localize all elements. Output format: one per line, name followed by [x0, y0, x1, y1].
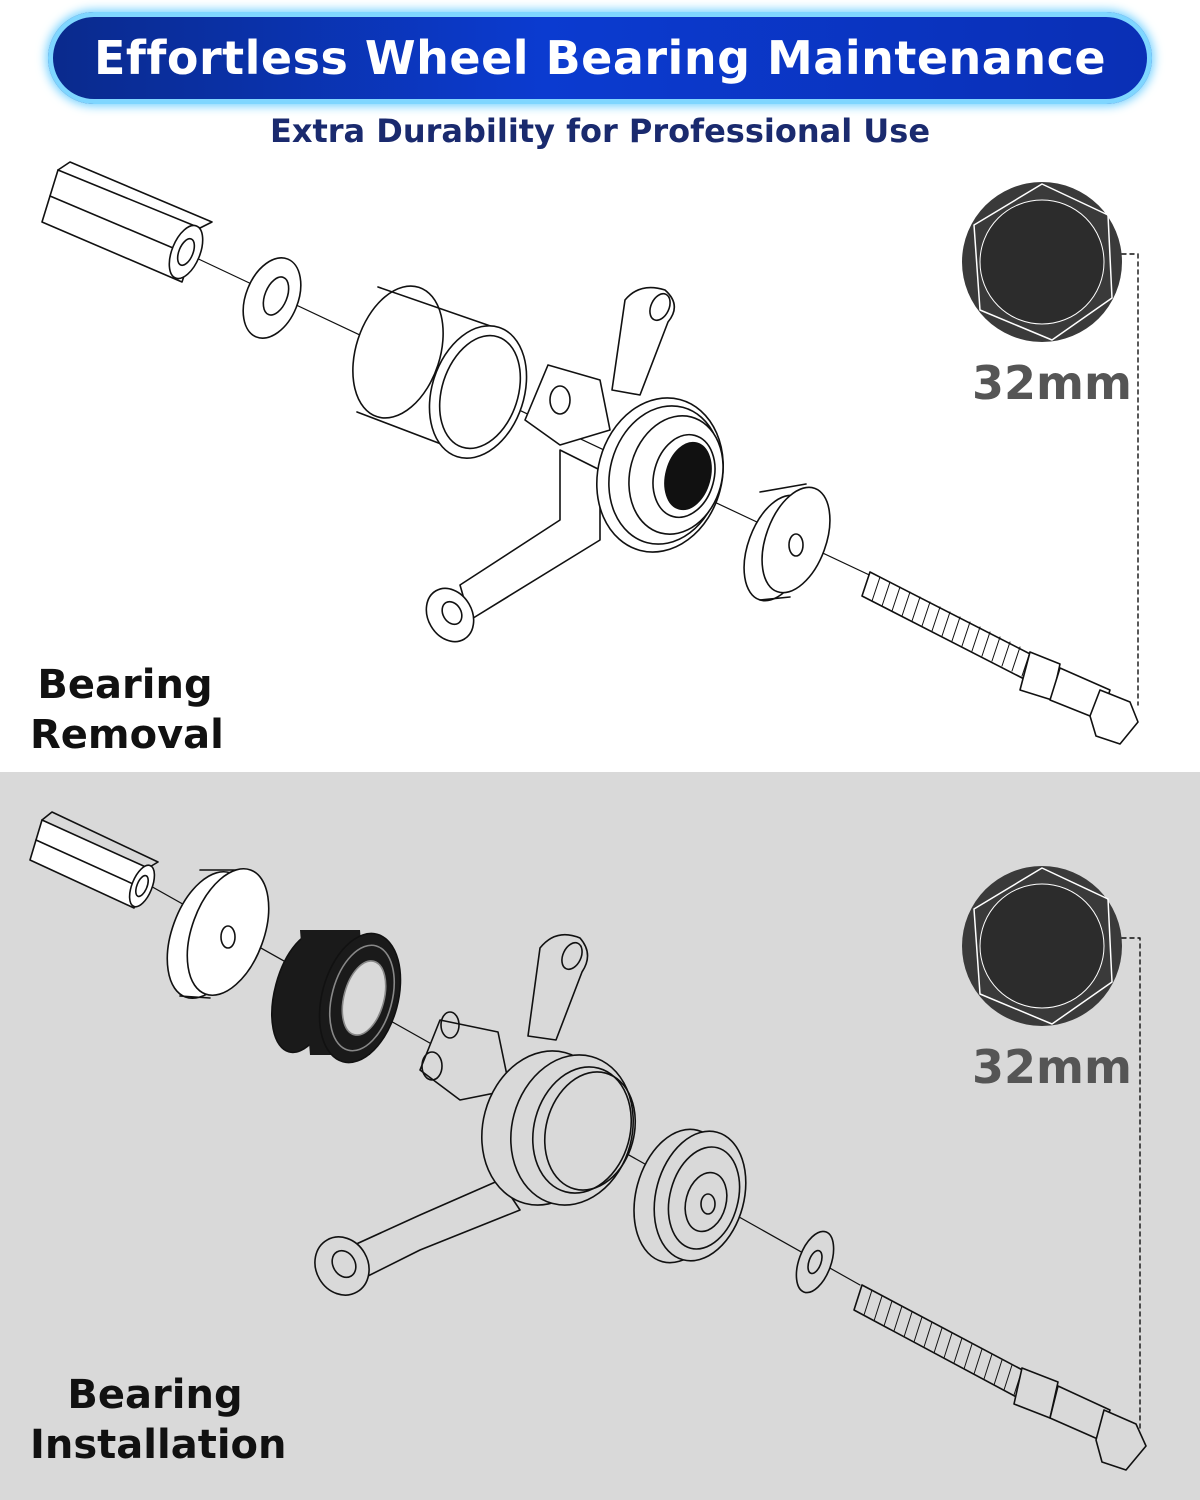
installation-diagram: [29, 811, 1147, 1471]
receiver-cup-top: [352, 285, 528, 460]
threaded-rod-bottom: [853, 1284, 1147, 1471]
title-banner: Effortless Wheel Bearing Maintenance: [48, 12, 1152, 104]
spacer-tube-top: [41, 161, 213, 283]
washer-bottom: [795, 1230, 835, 1294]
stage-label-removal-line2: Removal: [30, 712, 224, 758]
knuckle-bottom: [314, 933, 637, 1296]
flat-washer-bottom: [166, 867, 270, 1000]
stage-label-removal-line1: Bearing: [37, 662, 213, 708]
stage-label-installation-line2: Installation: [30, 1422, 287, 1468]
socket-size-label-removal: 32mm: [972, 356, 1132, 410]
press-disc-top: [743, 483, 831, 602]
page-title: Effortless Wheel Bearing Maintenance: [93, 31, 1107, 85]
press-cup-bottom: [633, 1128, 747, 1264]
stage-label-removal: Bearing Removal: [30, 660, 224, 760]
stage-label-installation-line1: Bearing: [67, 1372, 243, 1418]
threaded-rod-top: [861, 571, 1139, 745]
page-subtitle: Extra Durability for Professional Use: [269, 112, 931, 150]
spacer-tube-bottom: [29, 811, 159, 909]
hex-socket-icon-top: [962, 182, 1139, 706]
stage-label-installation: Bearing Installation: [30, 1370, 287, 1470]
washer-top: [242, 257, 302, 339]
bearing-bottom: [271, 930, 402, 1064]
socket-size-label-installation: 32mm: [972, 1040, 1132, 1094]
knuckle-top: [425, 286, 724, 643]
removal-diagram: [41, 161, 1139, 745]
hex-socket-icon-bottom: [962, 866, 1141, 1431]
